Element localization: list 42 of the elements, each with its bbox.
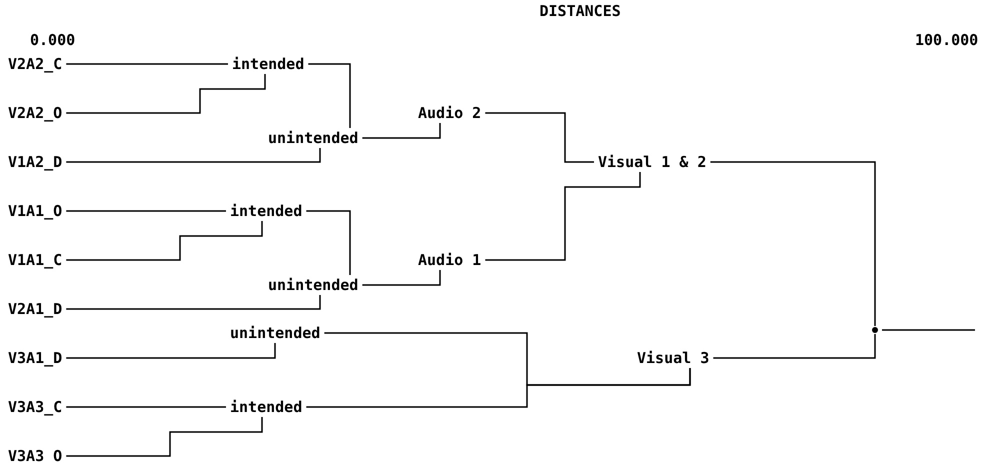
dendrogram-branch	[66, 148, 321, 163]
leaf-label: V3A3_O	[8, 447, 62, 463]
leaf-label: V2A2_C	[8, 55, 62, 73]
leaf-label: V3A1_D	[8, 349, 62, 367]
leaf-label: V1A1_C	[8, 251, 62, 269]
leaf-label: V2A1_D	[8, 300, 62, 318]
dendrogram-branch	[66, 221, 263, 261]
cluster-label: Visual 1 & 2	[598, 153, 706, 171]
cluster-label: Audio 1	[418, 251, 482, 269]
dendrogram-branch	[308, 63, 351, 128]
dendrogram-branch	[713, 334, 876, 359]
dendrogram-branch	[485, 112, 594, 163]
leaf-label: V3A3_C	[8, 398, 62, 416]
junction-point	[872, 327, 878, 333]
dendrogram-branch	[66, 406, 226, 408]
dendrogram-branch	[362, 270, 441, 286]
leaf-label: V1A1_O	[8, 202, 62, 220]
axis-value: 0.000	[30, 31, 76, 49]
dendrogram-branch	[66, 295, 321, 310]
cluster-label: unintended	[268, 276, 358, 294]
dendrogram-branch	[66, 74, 266, 114]
dendrogram-branch	[66, 63, 228, 65]
cluster-label: intended	[232, 55, 304, 73]
chart-title: DISTANCES	[540, 2, 621, 20]
cluster-label: intended	[230, 398, 302, 416]
dendrogram-branch	[306, 368, 691, 408]
leaf-label: V1A2_D	[8, 153, 62, 171]
dendrogram-branch	[710, 161, 876, 326]
dendrogram-branch	[66, 417, 263, 457]
cluster-label: unintended	[268, 129, 358, 147]
dendrogram-branch	[882, 329, 975, 331]
cluster-label: Visual 3	[637, 349, 710, 367]
dendrogram-branch	[485, 172, 641, 261]
dendrogram-branch	[306, 210, 351, 275]
cluster-label: intended	[230, 202, 302, 220]
axis-value: 100.000	[915, 31, 978, 49]
leaf-label: V2A2_O	[8, 104, 62, 122]
dendrogram-branch	[66, 343, 276, 359]
cluster-label: Audio 2	[418, 104, 482, 122]
dendrogram-branch	[66, 210, 226, 212]
cluster-label: unintended	[230, 324, 320, 342]
dendrogram-branch	[362, 123, 441, 139]
